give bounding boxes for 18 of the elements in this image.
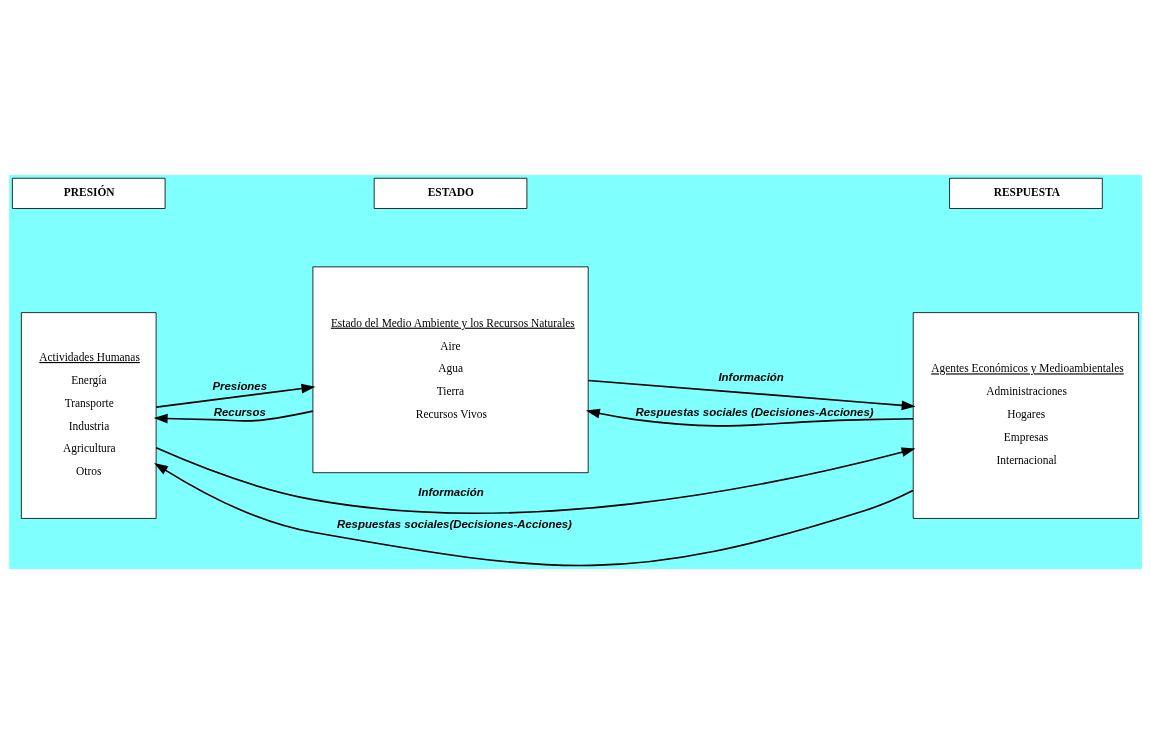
edge-label: Respuestas sociales(Decisiones-Acciones) [337, 518, 572, 531]
edge-label: Recursos [213, 405, 266, 418]
arrow [154, 462, 914, 567]
arrow [155, 383, 316, 408]
node-box: Actividades Humanas Energía Transporte Industria Agricultura Otros [20, 312, 157, 519]
arrow [587, 379, 916, 411]
edge-label: Información [718, 371, 784, 384]
node-box: RESPUESTA [949, 177, 1103, 209]
edge-label: Información [418, 485, 484, 498]
arrow [155, 447, 916, 515]
arrow [585, 408, 914, 427]
edge-label: Presiones [212, 380, 268, 393]
node-box: Estado del Medio Ambiente y los Recursos Naturales Aire Agua Tierra Recursos Vivos [312, 266, 589, 474]
edge-label: Respuestas sociales (Decisiones-Acciones) [635, 405, 874, 418]
node-box: ESTADO [373, 177, 528, 209]
arrow [153, 410, 314, 424]
node-box: Agentes Económicos y Medioambientales Administraciones Hogares Empresas Internacional [912, 312, 1140, 519]
node-box: PRESIÓN [11, 177, 166, 209]
